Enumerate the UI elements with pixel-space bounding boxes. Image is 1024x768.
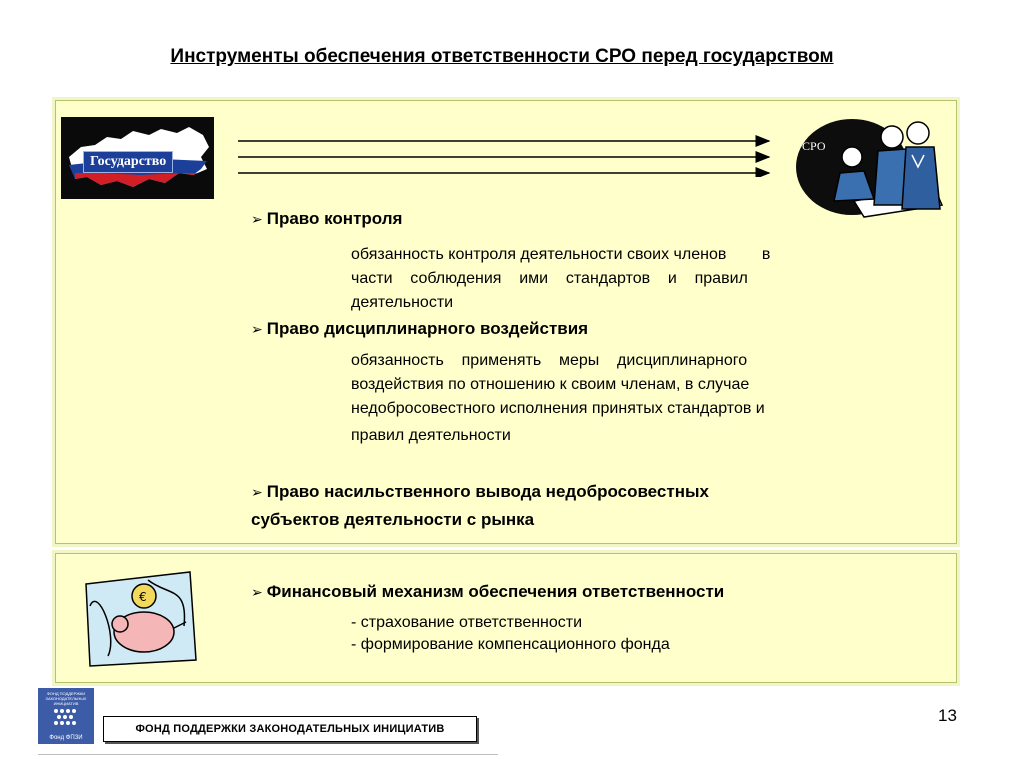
rights-panel: Государство СРО ➢Право контроля обязанно… xyxy=(55,100,957,544)
arrow-bullet-icon: ➢ xyxy=(251,584,263,600)
list-item: - формирование компенсационного фонда xyxy=(351,636,670,653)
fpzi-logo: ФОНД ПОДДЕРЖКИ ЗАКОНОДАТЕЛЬНЫХ ИНИЦИАТИВ… xyxy=(38,688,94,744)
russia-map-image: Государство xyxy=(61,117,214,199)
logo-grid-icon xyxy=(54,709,76,725)
item-discipline-heading: ➢Право дисциплинарного воздействия xyxy=(251,319,589,338)
financial-panel: € ➢Финансовый механизм обеспечения ответ… xyxy=(55,553,957,683)
footer-divider xyxy=(38,754,498,755)
item-discipline-text: обязанность применять меры дисциплинарно… xyxy=(351,352,765,444)
svg-text:€: € xyxy=(139,590,147,604)
piggy-bank-icon: € xyxy=(85,571,197,667)
list-item: - страхование ответственности xyxy=(351,614,583,631)
slide-title: Инструменты обеспечения ответственности … xyxy=(170,46,834,67)
business-people-icon xyxy=(796,119,944,218)
item-removal-heading: ➢ Право насильственного вывода недобросо… xyxy=(251,478,927,534)
financial-list: - страхование ответственности - формиров… xyxy=(351,612,670,656)
arrow-lines xyxy=(238,135,771,177)
financial-heading: ➢Финансовый механизм обеспечения ответст… xyxy=(251,582,725,601)
state-label: Государство xyxy=(83,151,174,173)
sro-label: СРО xyxy=(802,139,826,153)
arrow-bullet-icon: ➢ xyxy=(251,484,263,500)
item-control-text: обязанность контроля деятельности своих … xyxy=(351,246,771,311)
org-name-box: ФОНД ПОДДЕРЖКИ ЗАКОНОДАТЕЛЬНЫХ ИНИЦИАТИВ xyxy=(103,716,477,742)
arrow-bullet-icon: ➢ xyxy=(251,211,263,227)
item-control-heading: ➢Право контроля xyxy=(251,209,403,228)
page-number: 13 xyxy=(938,706,957,725)
arrow-bullet-icon: ➢ xyxy=(251,321,263,337)
